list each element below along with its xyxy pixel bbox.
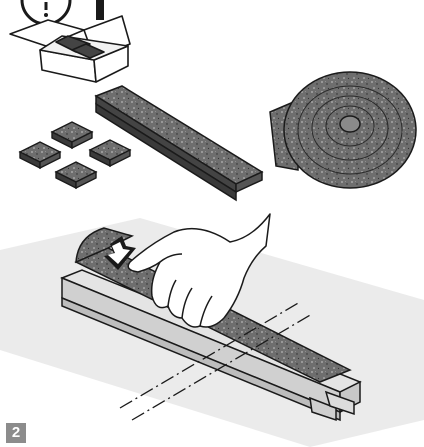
foam-pad (52, 122, 92, 148)
foam-pad (56, 162, 96, 188)
foam-pad (90, 140, 130, 166)
parts-box (10, 16, 130, 82)
foam-pads (20, 122, 130, 188)
step-number-badge: 2 (6, 423, 26, 443)
info-icon (22, 0, 104, 24)
foam-tape-roll (270, 72, 416, 188)
foam-strips (96, 86, 262, 200)
foam-pad (20, 142, 60, 168)
